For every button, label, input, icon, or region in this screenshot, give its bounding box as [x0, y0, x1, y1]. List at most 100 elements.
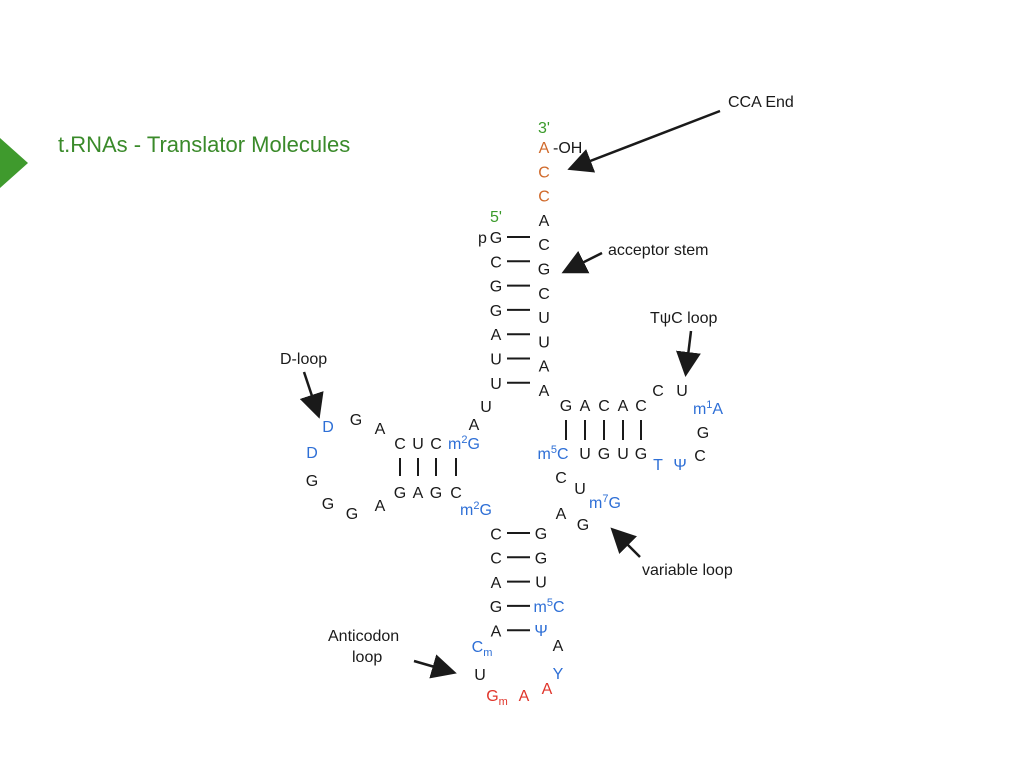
acceptor-3prime-base: C — [538, 237, 550, 254]
anticodon-loop-label-line1: Anticodon — [328, 628, 399, 645]
t-loop-base: G — [697, 425, 709, 442]
anticodon-stem-left-base: A — [491, 624, 502, 641]
acceptor-5prime-base: U — [490, 376, 502, 393]
anticodon-stem-left-base: m2G — [460, 500, 492, 519]
t-loop-base: C — [652, 383, 664, 400]
five-prime-end-label: 5' — [490, 209, 502, 226]
tpsic-loop-label: TψC loop — [650, 310, 718, 327]
acceptor-3prime-base: C — [538, 189, 550, 206]
t-arm-bottom-base: m5C — [537, 444, 568, 463]
acceptor-5prime-base: G — [490, 303, 502, 320]
three-prime-end-label: 3' — [538, 120, 550, 137]
junction-base: A — [469, 417, 480, 434]
acceptor-5prime-base: A — [491, 327, 502, 344]
anticodon-loop-base: A — [553, 638, 564, 655]
t-loop-base: T — [653, 457, 663, 474]
slide-accent-arrow — [0, 138, 28, 188]
tpsic-loop-arrow — [676, 330, 701, 377]
anticodon-loop-arrow — [413, 654, 457, 679]
d-loop-base: G — [306, 473, 318, 490]
acceptor-3prime-base: G — [538, 262, 550, 279]
variable-loop-base: C — [555, 470, 567, 487]
t-arm-bottom-base: G — [635, 446, 647, 463]
t-loop-base: C — [694, 448, 706, 465]
junction-base: U — [480, 399, 492, 416]
variable-loop-label: variable loop — [642, 562, 733, 579]
variable-loop-base: U — [574, 481, 586, 498]
cca-end-arrow — [567, 109, 721, 173]
bonds-layer — [399, 236, 642, 632]
anticodon-loop-base: A — [542, 681, 553, 698]
variable-loop-base: G — [577, 517, 589, 534]
anticodon-loop-base: Cm — [472, 639, 493, 659]
acceptor-3prime-base: A — [539, 140, 550, 157]
anticodon-loop-label-line2: loop — [352, 649, 382, 666]
acceptor-3prime-base: A — [539, 213, 550, 230]
acceptor-5prime-base: U — [490, 352, 502, 369]
anticodon-stem-left-base: C — [490, 551, 502, 568]
d-loop-base: A — [375, 421, 386, 438]
d-arm-top-base: C — [394, 436, 406, 453]
anticodon-stem-right-base: m5C — [533, 597, 564, 616]
acceptor-3prime-base: U — [538, 310, 550, 327]
variable-loop-base: m7G — [589, 493, 621, 512]
d-loop-label: D-loop — [280, 351, 327, 368]
t-arm-bottom-base: G — [598, 446, 610, 463]
anticodon-stem-right-base: U — [535, 575, 547, 592]
t-arm-top-base: A — [618, 398, 629, 415]
d-loop-base: D — [306, 445, 318, 462]
anticodon-stem-right-base: Ψ — [534, 623, 547, 640]
d-loop-base: G — [322, 496, 334, 513]
t-arm-top-base: C — [598, 398, 610, 415]
d-loop-base: G — [346, 506, 358, 523]
anticodon-stem-right-base: G — [535, 526, 547, 543]
acceptor-3prime-base: A — [539, 359, 550, 376]
cca-end-label: CCA End — [728, 94, 794, 111]
anticodon-loop-base: A — [519, 688, 530, 705]
t-arm-top-base: C — [635, 398, 647, 415]
acceptor-stem-label: acceptor stem — [608, 242, 708, 259]
acceptor-3prime-base: U — [538, 334, 550, 351]
d-arm-bottom-base: C — [450, 485, 462, 502]
d-arm-top-base: U — [412, 436, 424, 453]
anticodon-stem-left-base: A — [491, 575, 502, 592]
t-arm-bottom-base: U — [617, 446, 629, 463]
d-arm-top-base: m2G — [448, 434, 480, 453]
anticodon-loop-base: U — [474, 667, 486, 684]
d-loop-base: G — [350, 412, 362, 429]
anticodon-stem-right-base: G — [535, 550, 547, 567]
d-arm-bottom-base: G — [394, 485, 406, 502]
phosphate-label: p — [478, 230, 487, 247]
slide-title: t.RNAs - Translator Molecules — [58, 132, 351, 157]
anticodon-loop-base: Y — [553, 666, 564, 683]
t-loop-base: U — [676, 383, 688, 400]
d-arm-top-base: C — [430, 436, 442, 453]
acceptor-5prime-base: G — [490, 230, 502, 247]
variable-loop-base: A — [556, 506, 567, 523]
t-loop-base: m1A — [693, 399, 723, 418]
arrows-layer — [299, 109, 721, 679]
acceptor-3prime-base: C — [538, 286, 550, 303]
anticodon-loop-base: Gm — [486, 688, 508, 708]
acceptor-3prime-base: A — [539, 383, 550, 400]
acceptor-stem-arrow — [561, 250, 603, 274]
variable-loop-arrow — [610, 527, 641, 558]
d-arm-bottom-base: G — [430, 485, 442, 502]
t-arm-bottom-base: U — [579, 446, 591, 463]
d-loop-base: A — [375, 498, 386, 515]
t-loop-base: Ψ — [673, 457, 686, 474]
anticodon-stem-left-base: C — [490, 526, 502, 543]
t-arm-top-base: G — [560, 398, 572, 415]
acceptor-3prime-base: C — [538, 164, 550, 181]
t-arm-top-base: A — [580, 398, 591, 415]
hydroxyl-label: -OH — [553, 140, 582, 157]
d-loop-base: D — [322, 419, 334, 436]
d-loop-arrow — [299, 371, 324, 419]
d-arm-bottom-base: A — [413, 485, 424, 502]
anticodon-stem-left-base: G — [490, 599, 502, 616]
acceptor-5prime-base: C — [490, 254, 502, 271]
acceptor-5prime-base: G — [490, 279, 502, 296]
